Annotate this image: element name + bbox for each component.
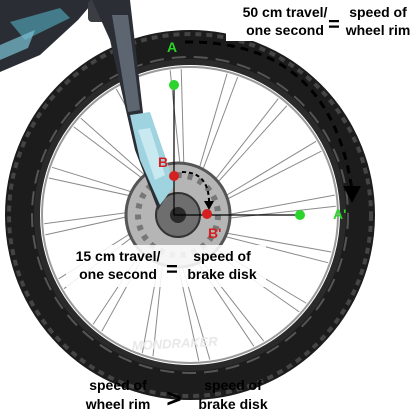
bottom-left-line2: wheel rim — [85, 396, 151, 412]
disk-arrow-icon — [204, 201, 214, 210]
label-a: A — [167, 39, 177, 55]
top-eq-left-line1: 50 cm travel/ — [243, 4, 328, 20]
bottom-left-line1: speed of — [89, 377, 147, 393]
label-b-prime: B' — [208, 225, 221, 241]
point-a — [169, 80, 179, 90]
bottom-comparison: speed of wheel rim > speed of brake disk — [85, 377, 268, 413]
rim-travel-arc — [184, 40, 354, 191]
point-b-prime — [202, 209, 212, 219]
bike-frame — [0, 0, 122, 72]
tire — [5, 30, 375, 400]
disk-travel-arc — [181, 171, 211, 206]
point-a-prime — [295, 210, 305, 220]
label-a-prime: A' — [333, 206, 346, 222]
mid-eq-left-line2: one second — [79, 266, 157, 282]
top-eq-right-line1: speed of — [349, 4, 407, 20]
front-fork — [92, 0, 175, 210]
mid-eq-equals: = — [166, 259, 178, 281]
rim-arrow-icon — [343, 186, 361, 203]
mid-eq-left-line1: 15 cm travel/ — [76, 248, 161, 264]
top-eq-right-line2: wheel rim — [345, 22, 411, 38]
middle-equation: 15 cm travel/ one second = speed of brak… — [66, 245, 266, 287]
bottom-right-line2: brake disk — [198, 396, 267, 412]
geometry-lines — [173, 85, 300, 216]
top-eq-left-line2: one second — [246, 22, 324, 38]
top-equation: 50 cm travel/ one second = speed of whee… — [226, 1, 417, 41]
tire-brand-text: MONDRAKER — [131, 334, 218, 354]
bottom-greater-than: > — [166, 383, 181, 413]
bottom-right-line1: speed of — [204, 377, 262, 393]
label-b: B — [158, 154, 168, 170]
top-eq-equals: = — [328, 14, 340, 36]
mid-eq-right-line1: speed of — [193, 248, 251, 264]
mid-eq-right-line2: brake disk — [187, 266, 256, 282]
point-b — [169, 171, 179, 181]
